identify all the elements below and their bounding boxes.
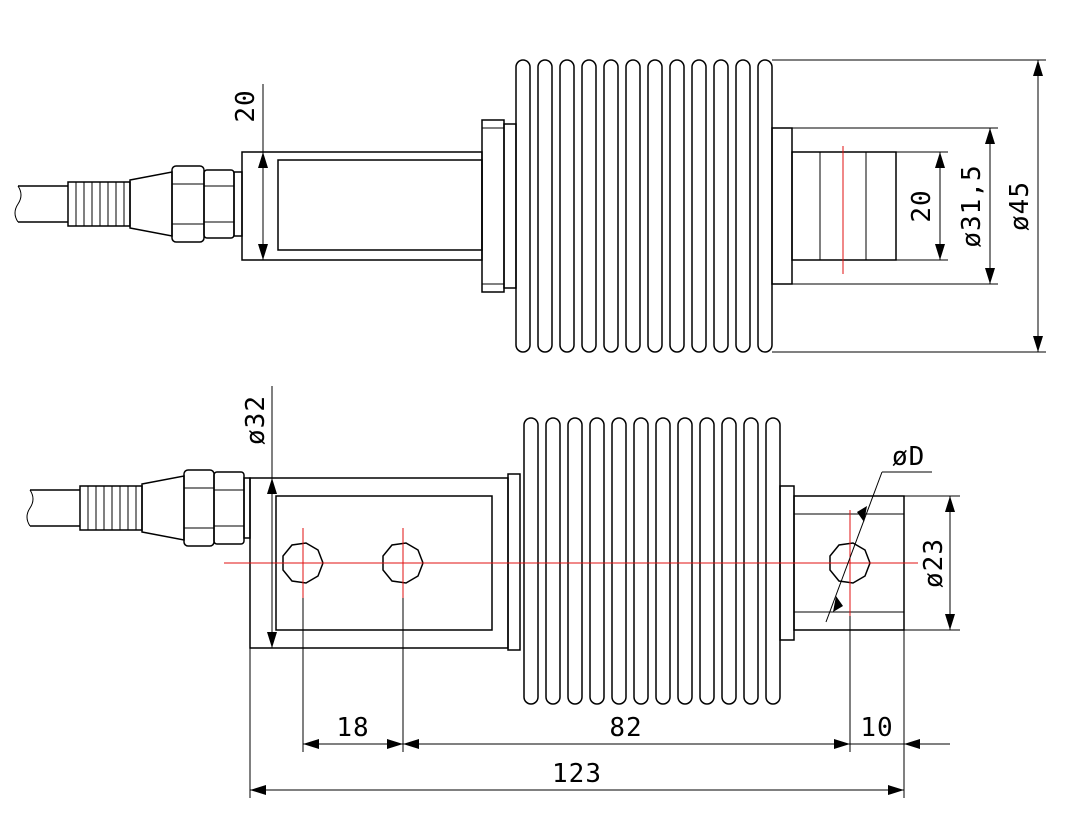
bottom-dim-body-diameter: ø32 [241,386,277,648]
bottom-gland-nut [183,469,251,547]
bottom-dim-overall-length: 123 [250,759,904,795]
bottom-dim-end-offset-label: 10 [860,713,893,743]
bottom-neck-body [249,473,521,651]
bottom-dim-body-diameter-label: ø32 [241,395,271,445]
top-hub [771,127,897,285]
top-fins [515,59,773,353]
top-dim-hub-diameter-label: ø31,5 [957,164,987,247]
bottom-view: ø32 øD ø23 [26,386,960,798]
top-gland-nut [171,165,243,243]
top-neck-body [241,119,517,293]
bottom-dim-overall-length-label: 123 [552,759,602,789]
top-strain-relief [67,171,173,237]
top-dim-hub-diameter: ø31,5 [792,127,998,285]
top-dim-pin-height: 20 [896,151,948,261]
top-dim-neck-height: 20 [231,84,268,260]
bottom-centerlines [224,510,918,616]
top-dim-pin-height-label: 20 [907,189,937,222]
bottom-dim-hole-diameter: øD [825,442,932,623]
bottom-dim-pin-diameter-label: ø23 [919,538,949,588]
bottom-dim-hole-spacing: 18 [303,713,403,749]
bottom-cable [26,489,80,527]
top-cable [14,185,68,223]
bottom-dim-length-82-label: 82 [609,713,642,743]
top-dim-body-diameter-label: ø45 [1005,181,1035,231]
bottom-fins [523,417,781,705]
bottom-strain-relief [79,475,185,541]
top-dim-neck-height-label: 20 [231,89,261,122]
bottom-dim-pin-diameter: ø23 [904,495,960,631]
bottom-extension-lines [249,598,905,798]
bottom-dim-hole-spacing-label: 18 [336,713,369,743]
bottom-dim-end-offset: 10 [850,713,950,749]
bottom-dim-hole-diameter-label: øD [892,442,925,472]
top-view: 20 20 ø31,5 ø45 [14,59,1046,353]
bottom-dim-length-82: 82 [403,713,850,749]
top-dim-body-diameter: ø45 [772,59,1046,353]
